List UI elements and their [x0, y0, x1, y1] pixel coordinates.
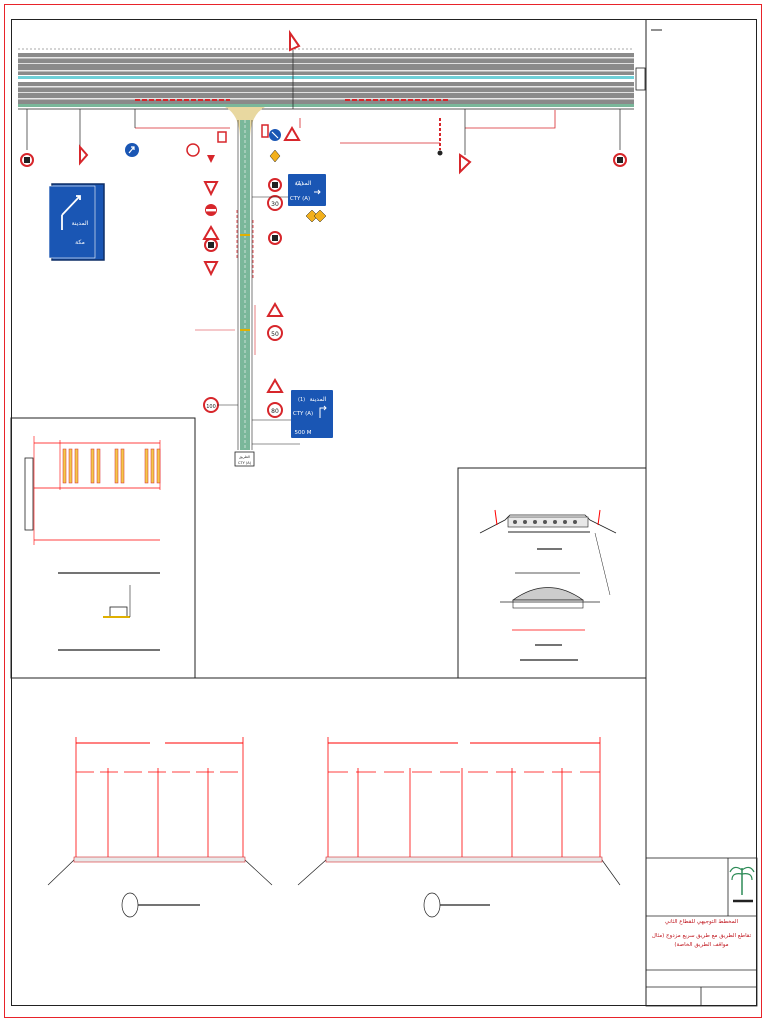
warning-signs	[79, 29, 472, 393]
guide-sign-road-number: (1)	[298, 397, 305, 403]
prohibition-sign-icon	[20, 153, 34, 167]
detail-cross-sections	[479, 509, 617, 661]
warning-triangle-icon	[203, 261, 219, 277]
speed-limit-sign-icon: 30	[267, 195, 283, 211]
prohibition-sign-icon	[204, 238, 218, 252]
side-road-plan	[135, 107, 556, 450]
guide-sign-top: المدينة (1) CTY (A)	[288, 174, 326, 206]
prohibition-sign-icon	[268, 178, 282, 192]
prohibition-sign-icon	[268, 231, 282, 245]
main-highway-plan	[18, 48, 646, 110]
warning-triangle-icon	[266, 378, 284, 393]
guide-sign-route: CTY (A)	[290, 196, 310, 202]
panel-borders	[10, 19, 662, 1006]
detail-pedestrian-crossing	[24, 436, 161, 651]
end-plate-label: الطريق	[239, 455, 250, 459]
warning-triangle-icon	[283, 126, 301, 141]
title-block-project: تقاطع الطريق مع طريق سريع مزدوج (مثال مو…	[651, 933, 752, 948]
ministry-logo	[729, 866, 755, 907]
warning-triangle-icon	[459, 153, 472, 175]
guide-sign-bottom: المدينة (1) CTY (A) 500 M	[291, 390, 333, 438]
end-plate: الطريق CTY (A)	[234, 451, 255, 467]
speed-limit-value: 30	[271, 201, 279, 208]
highway-sign-posts	[26, 50, 621, 155]
guide-sign-road-number: (1)	[296, 181, 303, 187]
warning-triangle-icon	[203, 181, 219, 197]
arrow-diverge-icon	[61, 195, 81, 230]
bottom-road-section-left	[47, 737, 273, 918]
bottom-road-section-right	[297, 737, 621, 918]
no-entry-sign-icon	[205, 204, 217, 216]
drawing-frame-outer	[4, 4, 762, 1018]
title-block-org-line2: المخطط التوجيهي للقطاع الثاني	[664, 919, 739, 925]
guide-sign-line2: مكة	[75, 239, 85, 246]
speed-limit-sign-icon: 100	[203, 397, 219, 413]
arrow-turn-right-icon	[319, 405, 327, 418]
junction-signs	[186, 124, 327, 223]
arrow-right-icon	[314, 189, 321, 195]
prohibition-sign-icon	[613, 153, 627, 167]
speed-limit-value: 100	[206, 404, 216, 410]
warning-triangle-icon	[266, 302, 284, 317]
mandatory-direction-sign-icon	[269, 129, 281, 141]
title-block	[645, 857, 758, 1007]
regulatory-signs: 30 50 80 100	[20, 129, 627, 418]
speed-limit-sign-icon: 80	[267, 402, 283, 418]
guide-sign-left: المدينة مكة	[48, 183, 105, 261]
warning-triangle-icon	[289, 29, 301, 52]
warning-triangle-icon	[79, 144, 89, 166]
guide-sign-city: المدينة	[310, 396, 327, 403]
speed-limit-value: 80	[271, 408, 279, 415]
end-plate-route: CTY (A)	[238, 461, 252, 465]
guide-sign-route: CTY (A)	[293, 411, 313, 417]
guide-sign-distance: 500 M	[295, 430, 312, 436]
guide-sign-city: المدينة	[295, 180, 312, 187]
guide-sign-line1: المدينة	[72, 220, 89, 227]
speed-limit-sign-icon: 50	[267, 325, 283, 341]
mandatory-direction-sign-icon	[125, 143, 139, 157]
warning-triangle-icon	[202, 225, 220, 240]
sign-leaders	[217, 196, 300, 445]
speed-limit-value: 50	[271, 331, 279, 338]
title-block-org: المخطط التوجيهي للقطاع الثاني	[648, 918, 755, 927]
